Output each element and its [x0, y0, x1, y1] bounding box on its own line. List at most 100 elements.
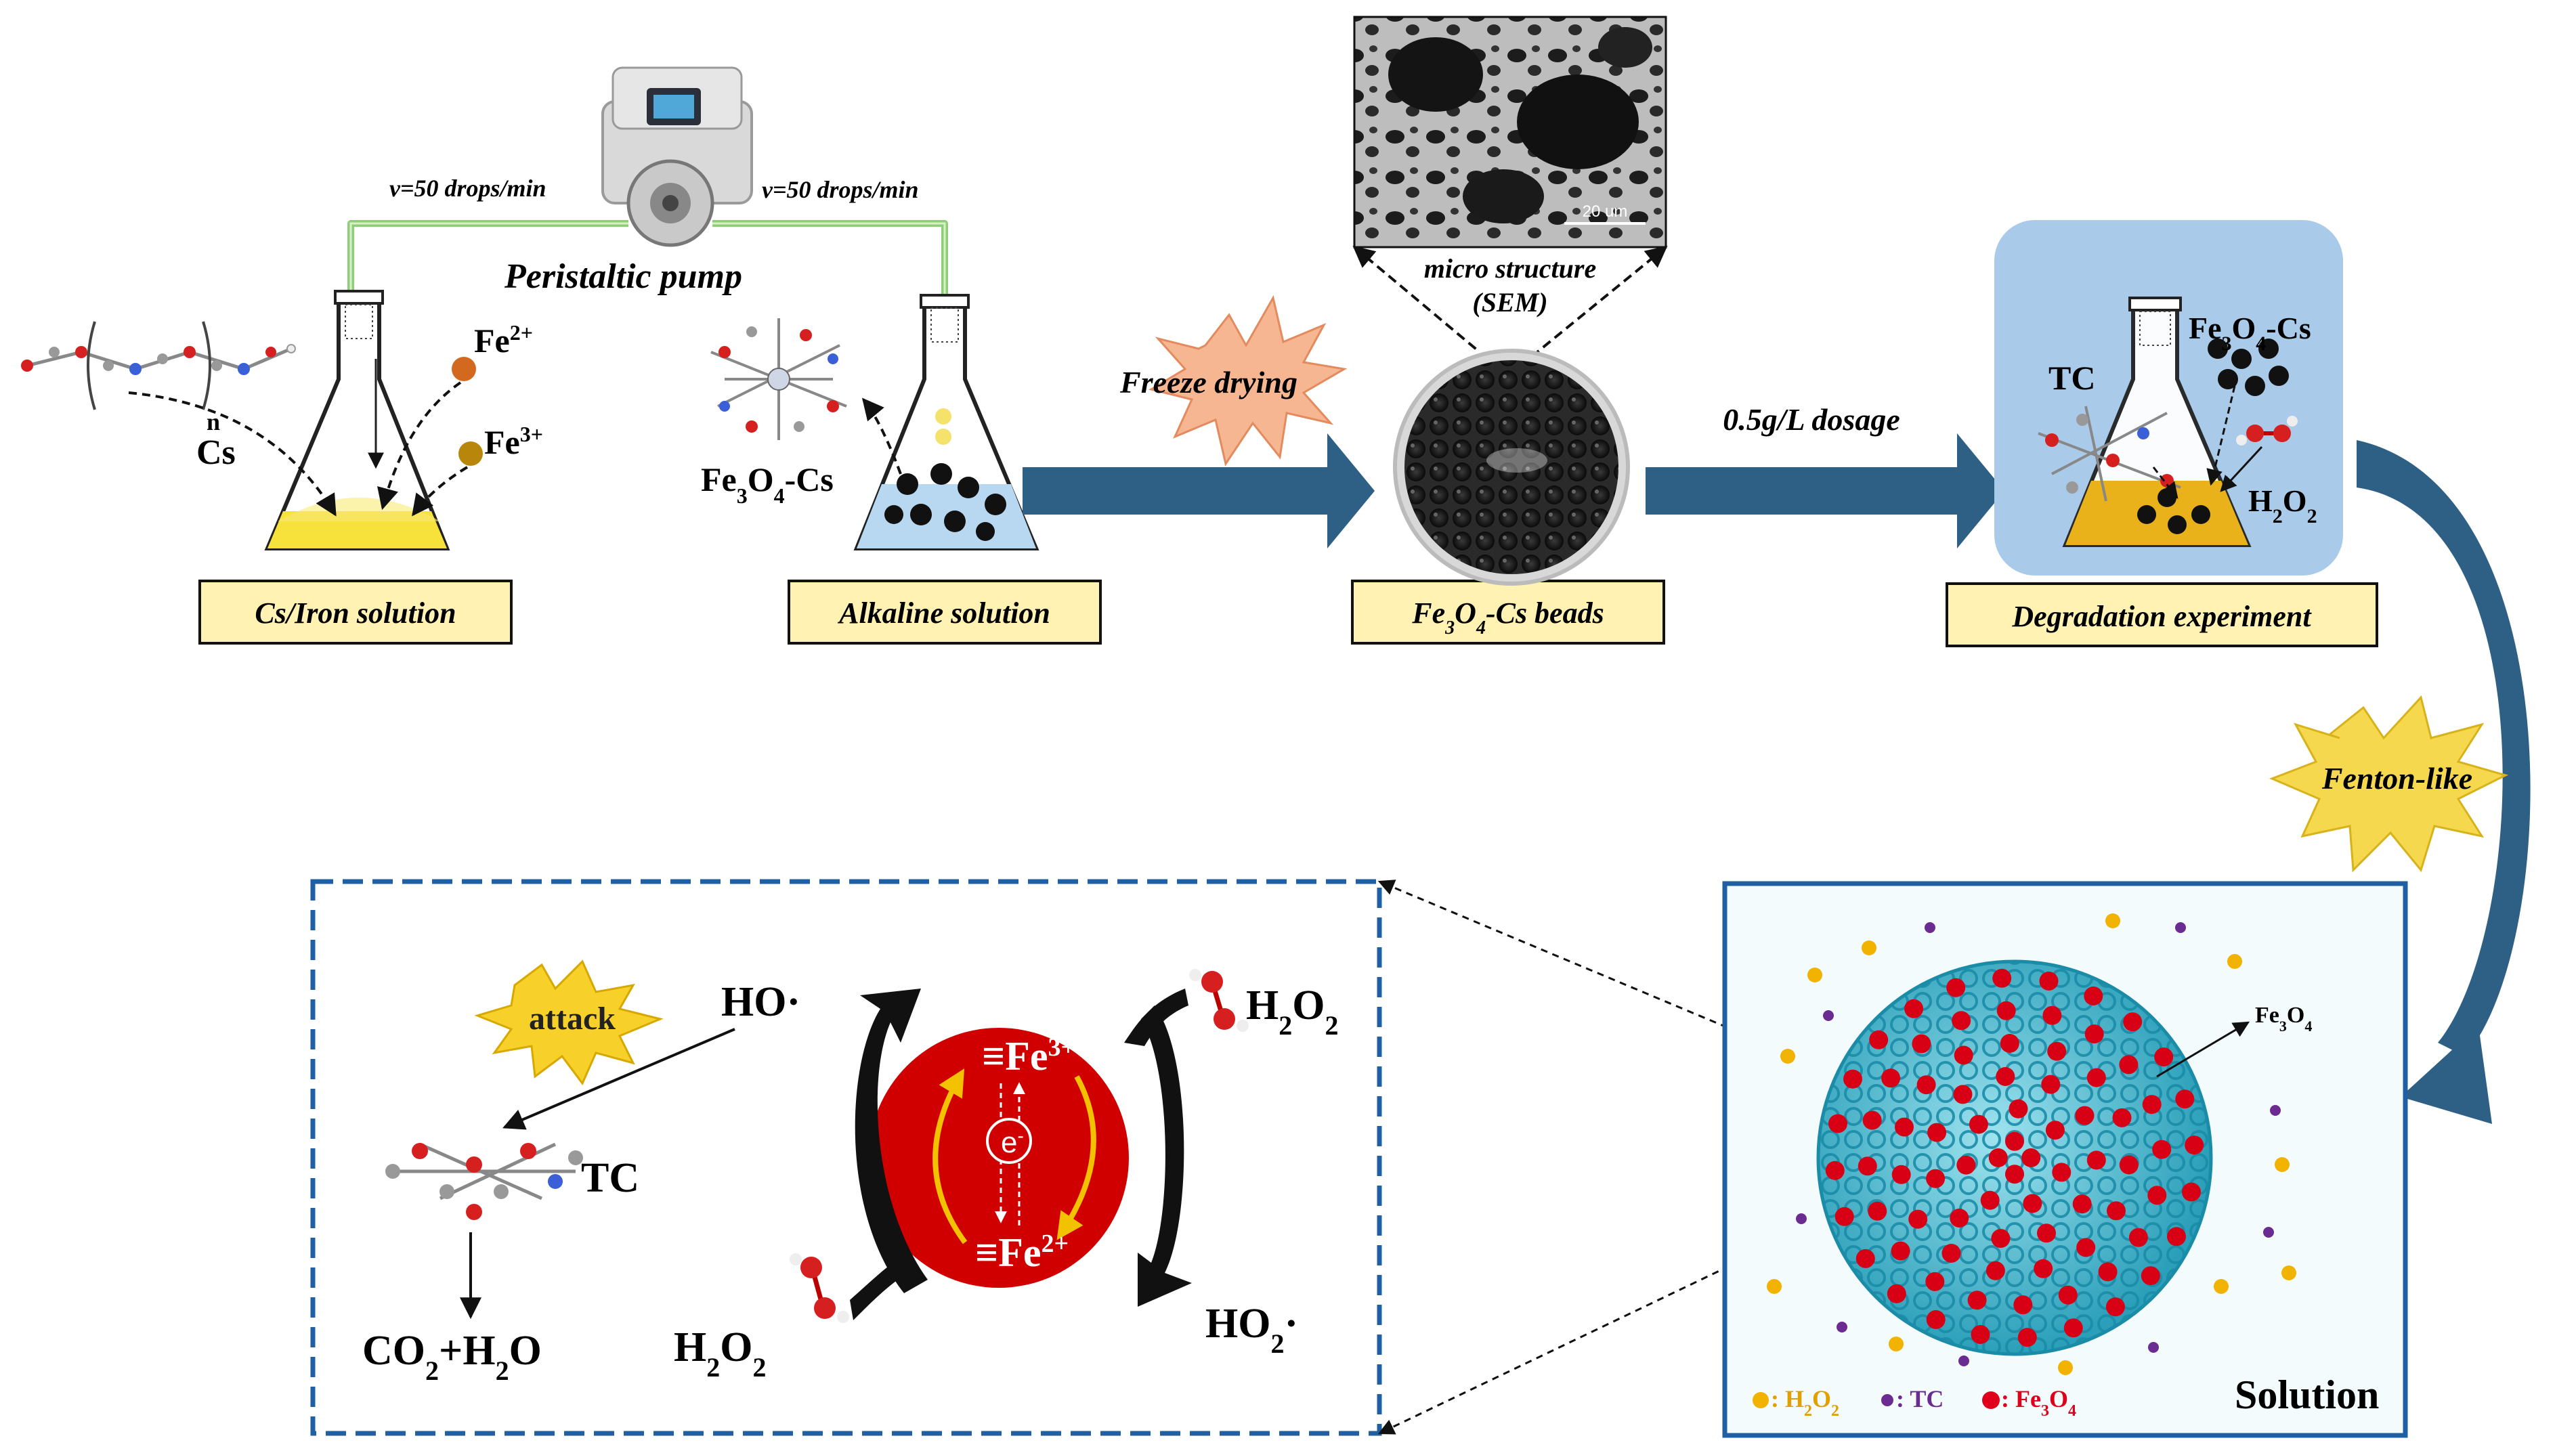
legend-tc-label: : TC: [1896, 1385, 1944, 1412]
beads-petri-dish: [1393, 349, 1630, 586]
tc-particle: [1823, 1010, 1834, 1021]
solution-title: Solution: [2235, 1372, 2379, 1417]
fe3o4-particle: [2084, 1024, 2104, 1044]
box-beads: Fe3O4-Cs beads: [1351, 580, 1665, 645]
fe3o4-particle: [2045, 1121, 2065, 1140]
tc-particle: [2270, 1105, 2281, 1116]
freeze-drying-burst: Freeze drying: [1119, 295, 1348, 467]
h2o2-molecule-icon-top: [2236, 416, 2298, 446]
svg-text:Fenton-like: Fenton-like: [2321, 761, 2472, 796]
cs-label: Cs: [196, 433, 236, 472]
ho2-radical-label: HO2·: [1205, 1301, 1298, 1359]
h2o2-particle: [2214, 1279, 2229, 1294]
tc-molecule-icon: [385, 1142, 583, 1220]
fe3o4-particle: [1916, 1075, 1936, 1095]
solution-legend: : H2O2 : TC : Fe3O4: [1753, 1385, 2076, 1420]
fe3o4-particle: [1950, 1209, 1969, 1228]
attack-burst: attack: [474, 959, 664, 1085]
legend-h2o2-label: : H2O2: [1771, 1385, 1839, 1420]
sem-caption-line1: micro structure: [1424, 253, 1596, 284]
h2o2-molecule-icon-left: [790, 1253, 849, 1323]
fe3o4-particle: [1927, 1123, 1947, 1142]
fe3o4-particle: [1891, 1241, 1910, 1261]
fe3o4-particle: [1926, 1169, 1946, 1188]
fe2-ion-icon: [452, 357, 476, 381]
fe3o4-particle: [1941, 1244, 1961, 1263]
fe3o4-particle: [2042, 1005, 2062, 1025]
fe3o4-particle: [2112, 1108, 2132, 1127]
fe3o4-particle: [2037, 1223, 2056, 1243]
h2o2-particle: [2105, 913, 2120, 928]
fe3o4-particle: [2119, 1155, 2139, 1175]
fe3o4-particle: [1828, 1114, 1847, 1133]
fe3o4-particle: [2047, 1041, 2067, 1061]
peristaltic-pump: [601, 66, 753, 247]
fe3o4-particle: [2107, 1201, 2126, 1221]
fe3o4-particle: [2041, 1075, 2061, 1094]
fe3o4-particle: [1991, 1229, 2011, 1249]
fe3o4-particle: [1985, 1261, 2005, 1280]
fe3o4-particle: [1895, 1117, 1914, 1137]
legend-tc-dot: [1881, 1394, 1893, 1406]
fe3o4-particle: [1971, 1325, 1990, 1344]
h2o2-particle: [1807, 968, 1822, 982]
fe3o4-particle: [2142, 1095, 2162, 1114]
connector-bottom: [1377, 1217, 1829, 1435]
fe3o4-particle: [2175, 1089, 2195, 1109]
fe3o4-particle: [2152, 1140, 2172, 1159]
fe3o4-pointer-label: Fe3O4: [2255, 1003, 2312, 1035]
tc-particle: [1925, 922, 1935, 933]
fe3o4-particle: [1956, 1155, 1976, 1175]
fe3o4-particle: [1969, 1114, 1988, 1134]
legend-h2o2-dot: [1753, 1392, 1769, 1408]
fe3o4-particle: [1967, 1291, 1987, 1310]
svg-text:Degradation experiment: Degradation experiment: [2011, 600, 2312, 633]
fe3o4-particle: [2021, 1148, 2041, 1167]
fe3o4-particle: [2005, 1165, 2024, 1184]
fe3o4-particle: [1862, 1110, 1882, 1130]
svg-text:Freeze drying: Freeze drying: [1119, 365, 1297, 399]
fe3o4-particle: [2105, 1297, 2125, 1317]
solution-panel: [1722, 881, 2408, 1438]
fe3o4-particle: [2063, 1318, 2083, 1338]
fe3o4-particle: [2185, 1135, 2204, 1155]
h2o2-molecule-icon-right: [1189, 969, 1249, 1032]
tc-particle: [1796, 1213, 1807, 1224]
fe3o4-particle: [2075, 1106, 2095, 1125]
fe3o4-particle: [2058, 1285, 2078, 1305]
black-arrow-from-h2o2-right: [1124, 989, 1188, 1046]
fe3o4-particle: [1825, 1161, 1845, 1180]
fe3o4-particle: [2167, 1227, 2186, 1246]
fe3o4-cs-molecule-icon: [710, 318, 847, 440]
chitosan-molecule-icon: [21, 321, 296, 410]
fe3o4-particle: [2182, 1182, 2201, 1202]
sem-micrograph: 20 um: [1353, 16, 1667, 248]
tc-label: TC: [581, 1155, 639, 1201]
fe3o4-cs-label: Fe3O4-Cs: [701, 460, 834, 508]
h2o2-particle: [2227, 954, 2242, 969]
fe3o4-particle: [1996, 1001, 2016, 1020]
fe3-ion-icon: [458, 441, 483, 466]
box-alkaline: Alkaline solution: [788, 580, 1102, 645]
fe3o4-particle: [2023, 1194, 2042, 1213]
fe2-label: Fe2+: [474, 320, 533, 360]
fe3o4-particle: [2098, 1262, 2118, 1282]
black-arrow-to-ho: [855, 989, 928, 1293]
process-arrow-1: [1023, 433, 1375, 548]
fe3o4-particle: [1881, 1068, 1901, 1088]
fe3o4-particle: [1992, 968, 2012, 988]
legend-fe3o4-label: : Fe3O4: [2001, 1385, 2076, 1420]
black-arrow-to-ho2: [1138, 1005, 1192, 1307]
electron-label: e-: [1001, 1125, 1024, 1160]
svg-text:Alkaline solution: Alkaline solution: [837, 597, 1050, 630]
fe3o4-particle: [1952, 1011, 1971, 1031]
fe3o4-particle: [1953, 1085, 1973, 1104]
cs-iron-flask: [264, 290, 450, 550]
flow-rate-left-label: v=50 drops/min: [389, 175, 546, 202]
black-arrow-from-h2o2-left: [850, 1253, 911, 1320]
fe3o4-pointer-line: [2156, 1021, 2250, 1078]
fe3o4-particle: [1834, 1207, 1854, 1226]
fe3o4-particle: [2013, 1295, 2033, 1315]
fe2-center-label: ≡Fe2+: [975, 1230, 1069, 1275]
